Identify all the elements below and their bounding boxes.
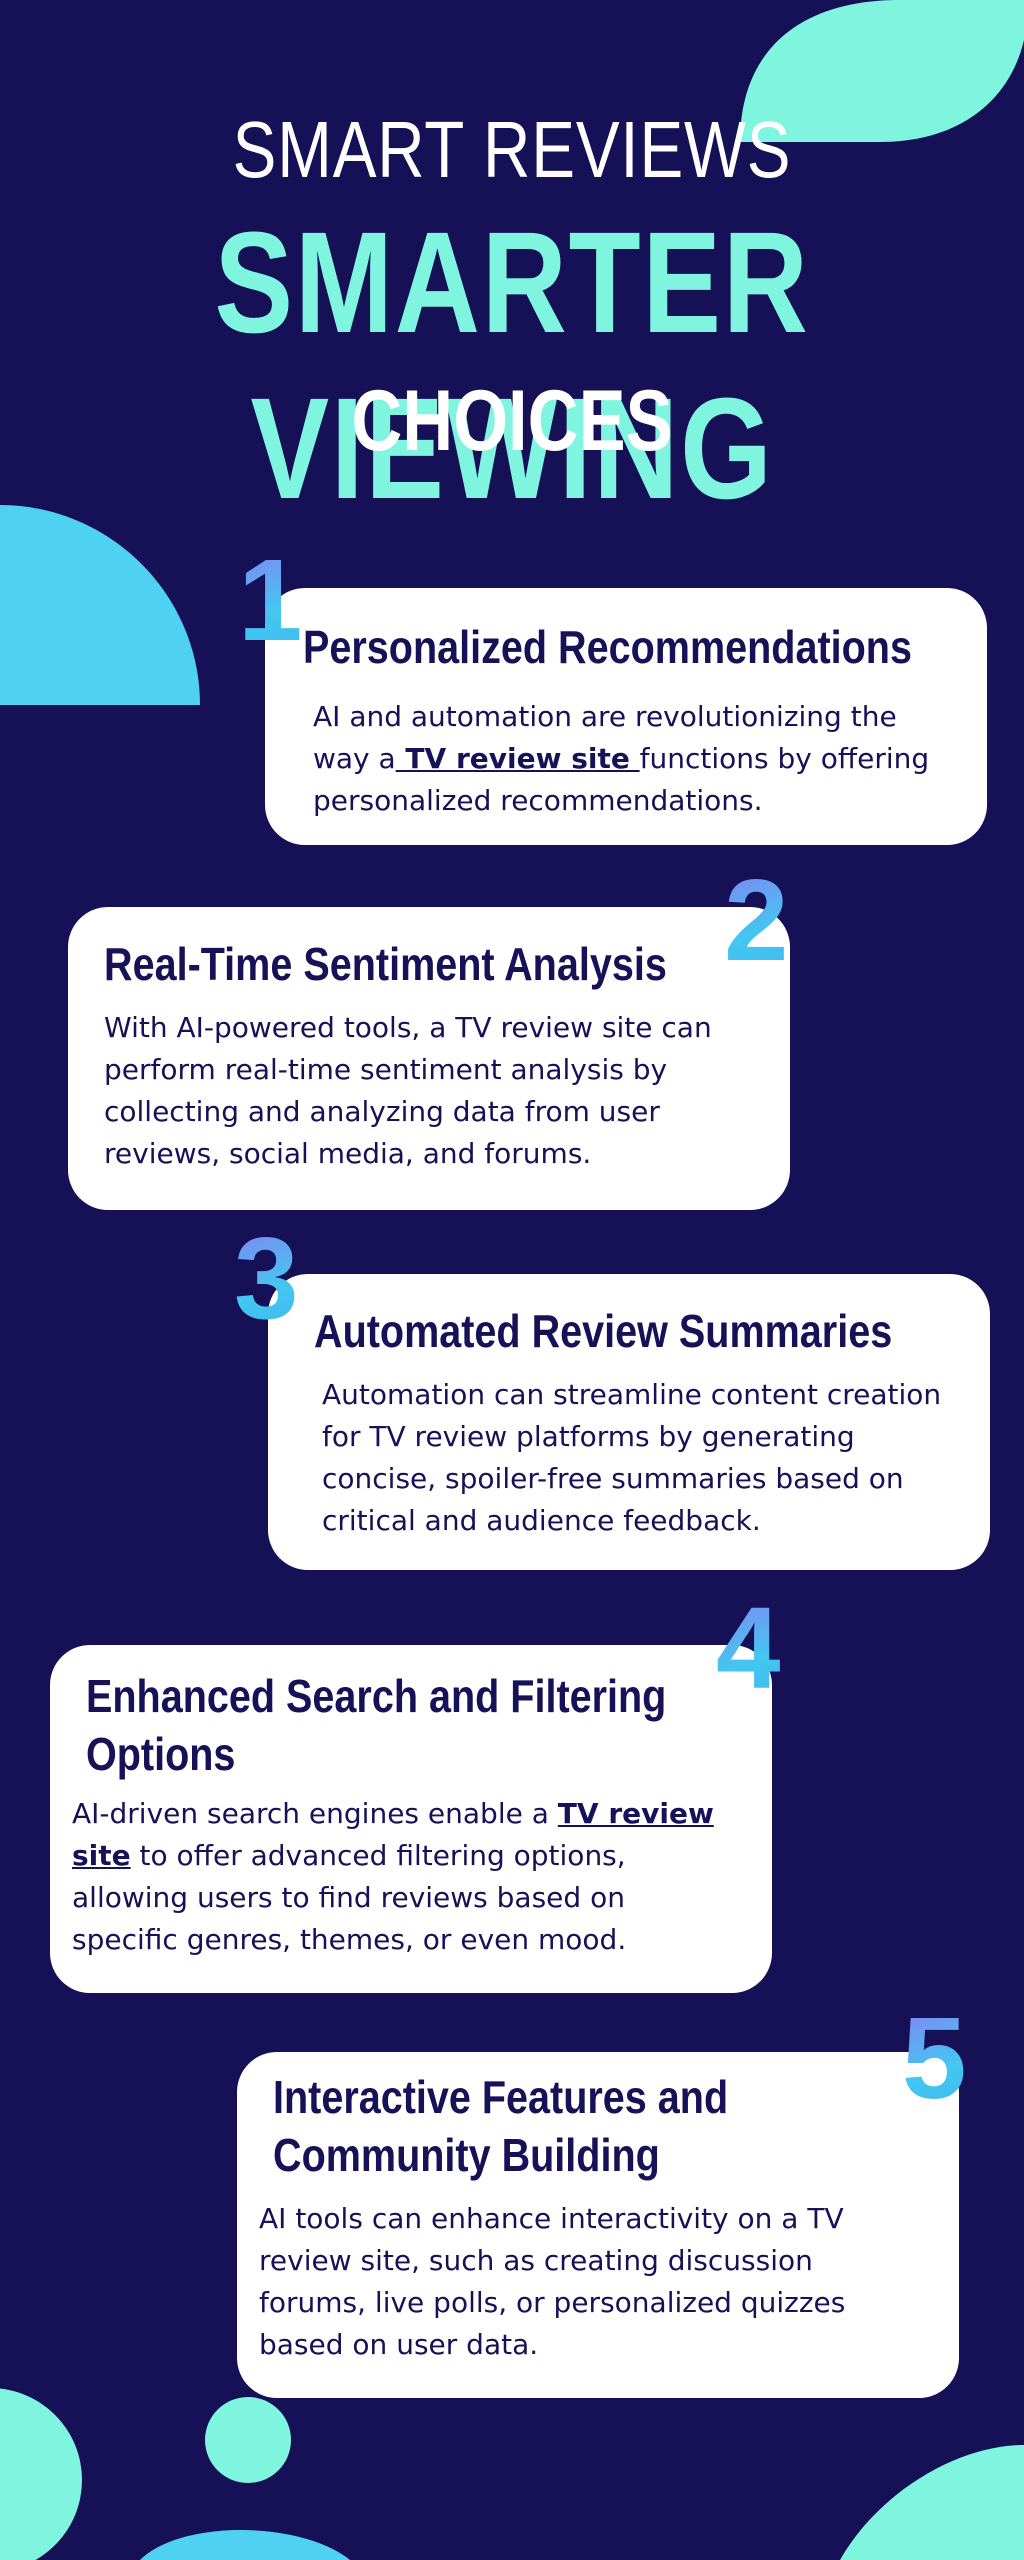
card-heading: Automated Review Summaries	[314, 1305, 893, 1357]
tv-review-site-link[interactable]: TV review site	[72, 1797, 714, 1872]
step-number-2: 2	[724, 855, 789, 985]
card-text: AI and automation are revolutionizing th…	[313, 700, 930, 817]
step-number-1: 1	[238, 535, 303, 665]
card-heading-line2: Community Building	[273, 2129, 660, 2181]
tv-review-site-link[interactable]: TV review site	[395, 742, 640, 775]
card-heading-line2: Options	[86, 1728, 236, 1780]
header-title: SMARTER VIEWING	[214, 202, 810, 529]
card-interactive-features: Interactive Features and Community Build…	[237, 2052, 959, 2398]
card-text: AI tools can enhance interactivity on a …	[259, 2202, 846, 2361]
card-real-time-sentiment-analysis: Real-Time Sentiment Analysis With AI-pow…	[68, 907, 790, 1210]
card-heading-line1: Interactive Features and	[273, 2071, 729, 2123]
card-enhanced-search-filtering: Enhanced Search and Filtering Options AI…	[50, 1645, 772, 1993]
header-title-line2: CHOICES	[351, 373, 673, 469]
card-personalized-recommendations: Personalized Recommendations AI and auto…	[265, 588, 987, 845]
step-number-4: 4	[716, 1583, 781, 1713]
card-automated-review-summaries: Automated Review Summaries Automation ca…	[268, 1274, 990, 1570]
step-number-5: 5	[902, 1993, 967, 2123]
card-text: With AI-powered tools, a TV review site …	[104, 1011, 712, 1170]
card-text: AI-driven search engines enable a TV rev…	[72, 1797, 714, 1956]
card-heading: Personalized Recommendations	[303, 621, 912, 673]
card-text: Automation can streamline content creati…	[322, 1378, 942, 1537]
card-heading: Real-Time Sentiment Analysis	[104, 938, 667, 990]
card-heading-line1: Enhanced Search and Filtering	[86, 1670, 667, 1722]
header-subtitle: SMART REVIEWS	[232, 105, 792, 194]
step-number-3: 3	[234, 1213, 299, 1343]
